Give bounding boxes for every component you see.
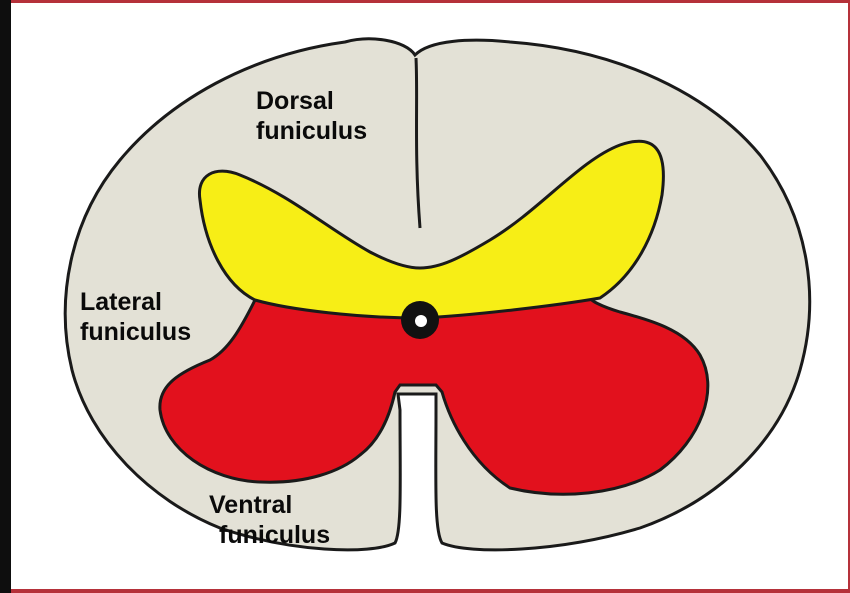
dorsal-funiculus-label: Dorsal funiculus [256, 86, 367, 146]
ventral-label-line2: funiculus [209, 520, 330, 550]
dorsal-label-line2: funiculus [256, 116, 367, 146]
lateral-label-line1: Lateral [80, 287, 191, 317]
lateral-label-line2: funiculus [80, 317, 191, 347]
lateral-funiculus-label: Lateral funiculus [80, 287, 191, 347]
ventral-funiculus-label: Ventral funiculus [209, 490, 330, 550]
ventral-label-line1: Ventral [209, 490, 330, 520]
central-canal-lumen [415, 315, 427, 327]
dorsal-label-line1: Dorsal [256, 86, 367, 116]
